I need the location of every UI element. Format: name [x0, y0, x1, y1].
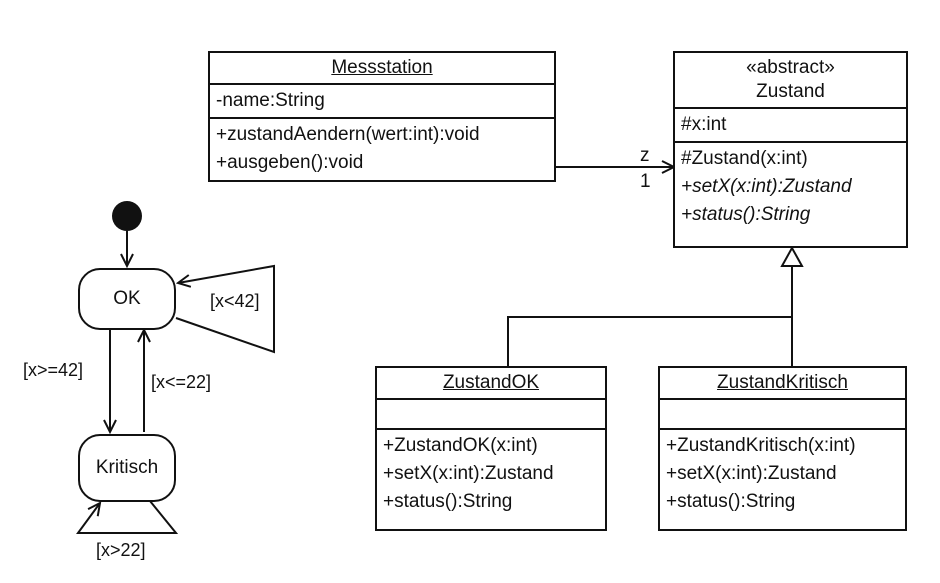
class-messstation: Messstation -name:String +zustandAendern… — [208, 51, 556, 182]
generalization-branch-ok — [507, 316, 792, 367]
stereotype: «abstract» — [746, 57, 835, 78]
attributes-section: #x:int — [675, 109, 906, 143]
operation: +setX(x:int):Zustand — [383, 463, 554, 484]
association-multiplicity: 1 — [640, 171, 651, 192]
state-ok: OK — [78, 268, 176, 330]
operation: +ZustandOK(x:int) — [383, 435, 538, 456]
operation-abstract: +status():String — [681, 204, 811, 225]
kritisch-self-transition — [76, 500, 179, 534]
class-zustand: «abstract» Zustand #x:int #Zustand(x:int… — [673, 51, 908, 248]
operation: +ausgeben():void — [216, 152, 364, 173]
operation: #Zustand(x:int) — [681, 148, 808, 169]
class-name: Messstation — [331, 57, 433, 78]
operation-abstract: +setX(x:int):Zustand — [681, 176, 852, 197]
class-zustand-kritisch: ZustandKritisch +ZustandKritisch(x:int) … — [658, 366, 907, 531]
guard-kritisch-to-ok: [x<=22] — [151, 372, 212, 392]
attributes-section — [660, 400, 905, 430]
operation: +setX(x:int):Zustand — [666, 463, 837, 484]
state-kritisch: Kritisch — [78, 434, 176, 502]
operation: +zustandAendern(wert:int):void — [216, 124, 480, 145]
initial-state — [112, 201, 142, 231]
attribute: #x:int — [681, 114, 727, 135]
ok-self-transition — [175, 264, 275, 354]
operation: +ZustandKritisch(x:int) — [666, 435, 856, 456]
operations-section: #Zustand(x:int) +setX(x:int):Zustand +st… — [675, 143, 906, 231]
class-name: ZustandKritisch — [717, 372, 848, 393]
attribute: -name:String — [216, 90, 325, 111]
guard-ok-self: [x<42] — [210, 291, 260, 311]
guard-kritisch-self: [x>22] — [96, 540, 146, 560]
class-name: ZustandOK — [442, 372, 540, 393]
attributes-section: -name:String — [210, 85, 554, 119]
class-name: Zustand — [756, 81, 825, 102]
operation: +status():String — [383, 491, 513, 512]
association-role: z — [640, 145, 650, 166]
guard-ok-to-kritisch: [x>=42] — [23, 360, 84, 380]
attributes-section — [377, 400, 605, 430]
operations-section: +zustandAendern(wert:int):void +ausgeben… — [210, 119, 554, 179]
operation: +status():String — [666, 491, 796, 512]
operations-section: +ZustandKritisch(x:int) +setX(x:int):Zus… — [660, 430, 905, 518]
class-zustand-ok: ZustandOK +ZustandOK(x:int) +setX(x:int)… — [375, 366, 607, 531]
operations-section: +ZustandOK(x:int) +setX(x:int):Zustand +… — [377, 430, 605, 518]
